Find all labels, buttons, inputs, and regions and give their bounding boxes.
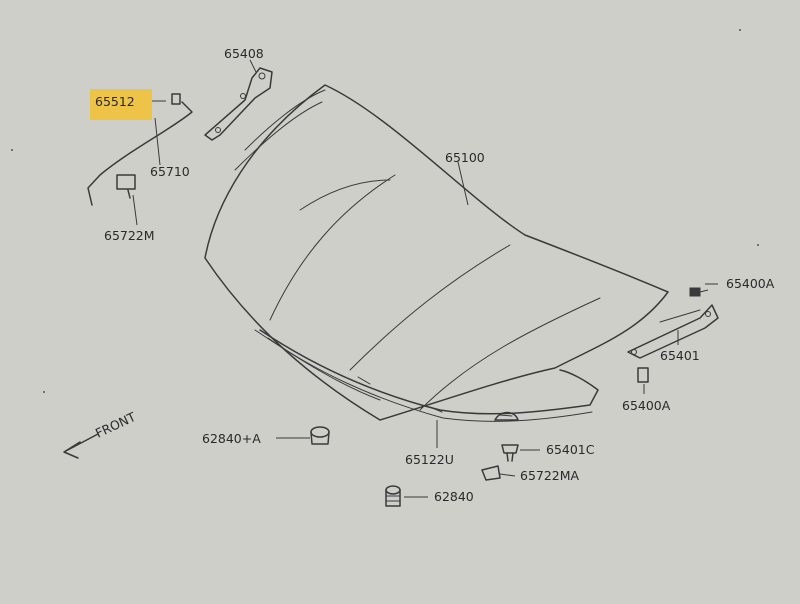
hood-panel: [204, 84, 669, 421]
paper-specks: [11, 29, 759, 393]
hood-rod: [87, 93, 193, 206]
label-65401: 65401: [660, 348, 700, 363]
hinge-right: [627, 304, 719, 359]
clip-65722ma: [481, 465, 501, 481]
hinge-left: [204, 67, 273, 141]
label-65400a-bottom: 65400A: [622, 398, 671, 413]
bolt-65400a-top: [689, 287, 709, 297]
label-62840: 62840: [434, 489, 474, 504]
highlight-marker: [90, 89, 152, 120]
label-62840-a: 62840+A: [202, 431, 261, 446]
bumper-62840a: [310, 426, 330, 445]
label-65400a-top: 65400A: [726, 276, 775, 291]
hood-seal: [259, 329, 599, 422]
label-65512: 65512: [95, 94, 135, 109]
label-65401c: 65401C: [546, 442, 595, 457]
leader-lines: [132, 59, 718, 498]
front-direction-indicator: FRONT: [63, 409, 138, 459]
label-65100: 65100: [445, 150, 485, 165]
label-65722ma: 65722MA: [520, 468, 580, 483]
clip-65401c: [501, 444, 519, 462]
bumper-62840: [385, 485, 401, 507]
bolt-65400a-bottom: [637, 367, 649, 383]
label-65722m: 65722M: [104, 228, 155, 243]
front-label: FRONT: [93, 409, 138, 441]
label-65408: 65408: [224, 46, 264, 61]
label-65710: 65710: [150, 164, 190, 179]
label-65122u: 65122U: [405, 452, 454, 467]
